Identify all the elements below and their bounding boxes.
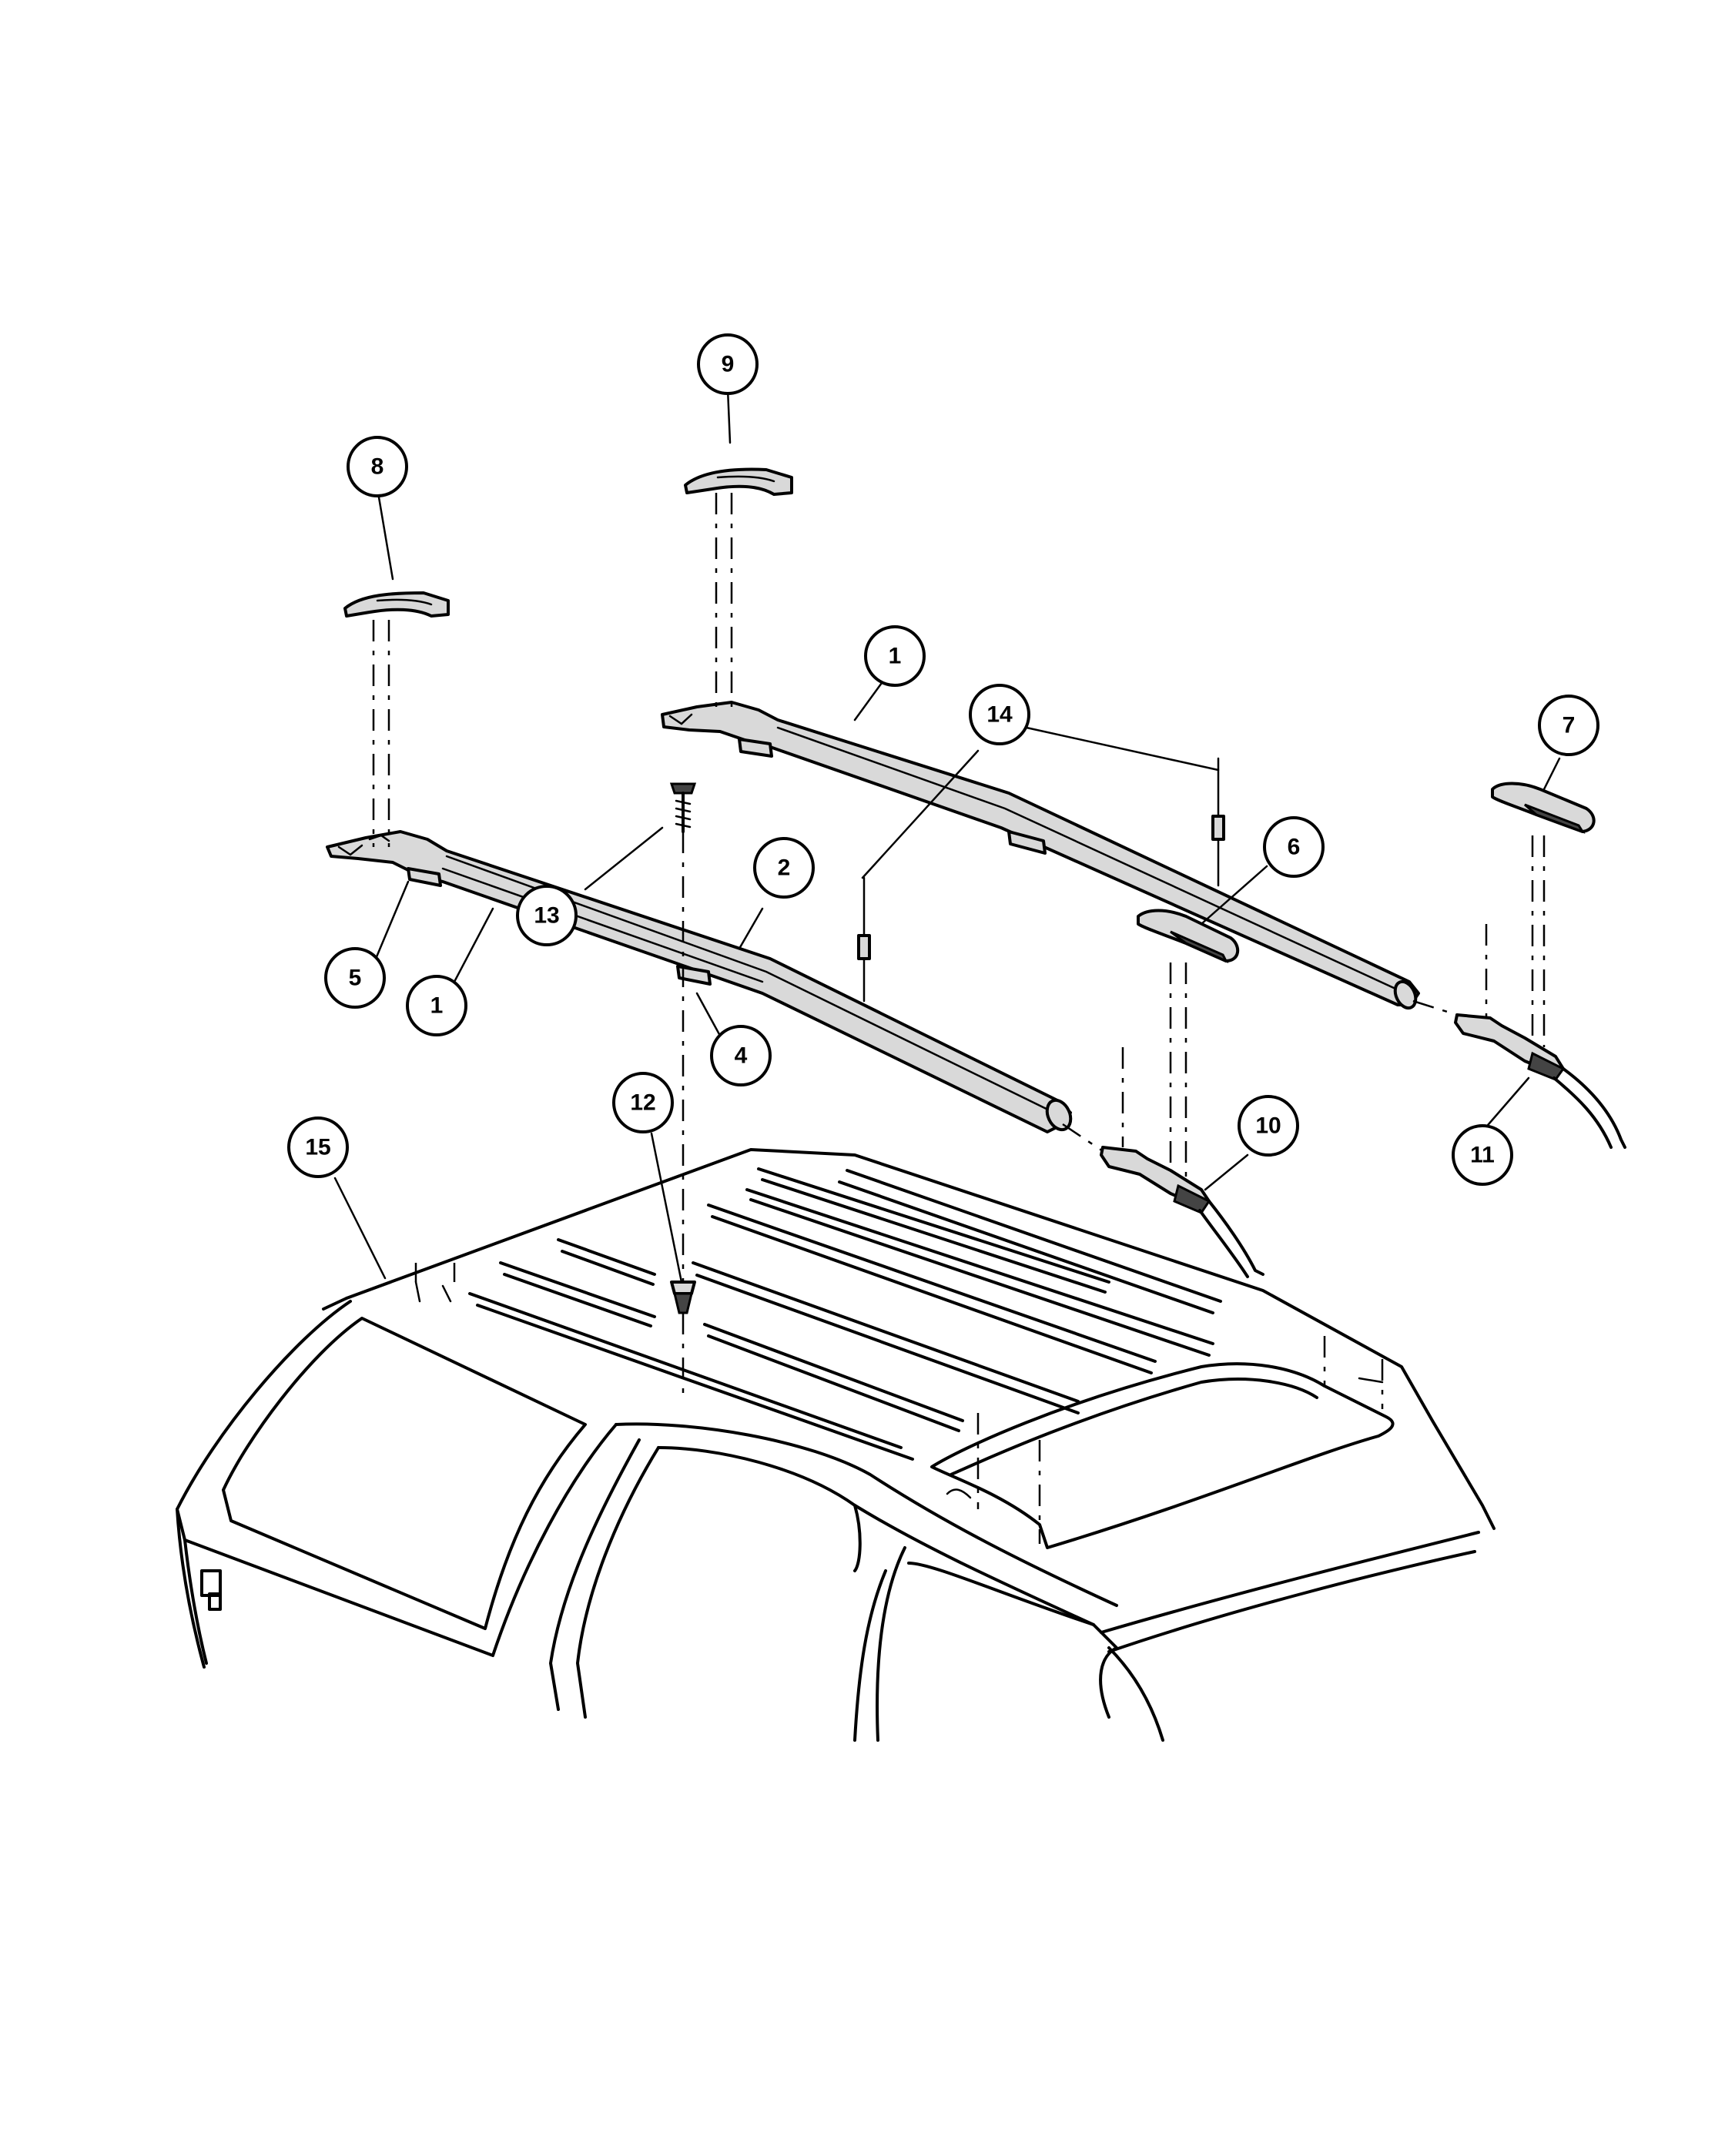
svg-text:11: 11 [1470, 1143, 1495, 1168]
vehicle-body [176, 1148, 1496, 1742]
clip-12 [670, 1281, 696, 1314]
rear-bracket-10 [1100, 1146, 1264, 1278]
svg-text:9: 9 [722, 352, 735, 377]
svg-text:15: 15 [305, 1135, 330, 1160]
svg-text:4: 4 [735, 1043, 748, 1069]
end-cap-7 [1491, 782, 1596, 834]
svg-text:1: 1 [430, 993, 444, 1019]
svg-text:1: 1 [889, 644, 902, 669]
callout-7: 7 [1538, 695, 1599, 756]
end-cap-8 [343, 591, 450, 618]
callout-1-lower: 1 [406, 975, 467, 1036]
svg-text:14: 14 [986, 702, 1013, 728]
svg-text:10: 10 [1255, 1113, 1281, 1139]
callout-8: 8 [347, 436, 408, 497]
callout-2: 2 [753, 837, 815, 899]
callout-11: 11 [1452, 1124, 1513, 1186]
callout-9: 9 [697, 333, 759, 395]
antenna-14-right [1211, 757, 1225, 887]
callout-10: 10 [1238, 1095, 1299, 1157]
svg-text:13: 13 [534, 903, 559, 929]
assembly-lines [372, 493, 1546, 1544]
callout-1-upper: 1 [864, 625, 926, 687]
end-cap-9 [684, 467, 793, 496]
upper-roof-rail [661, 701, 1420, 1010]
svg-text:2: 2 [778, 855, 791, 881]
callout-13: 13 [516, 885, 578, 946]
svg-text:8: 8 [371, 454, 384, 480]
callout-14: 14 [969, 684, 1030, 745]
callout-12: 12 [612, 1072, 674, 1133]
callout-5: 5 [324, 947, 386, 1009]
svg-text:5: 5 [349, 966, 362, 991]
rear-bracket-11 [1454, 1013, 1626, 1149]
leader-lines [333, 387, 1561, 1284]
callout-4: 4 [710, 1025, 772, 1086]
svg-text:6: 6 [1288, 835, 1301, 860]
callouts: 9 8 1 14 7 2 6 13 [287, 333, 1599, 1186]
callout-6: 6 [1263, 816, 1325, 878]
svg-text:12: 12 [630, 1090, 655, 1116]
svg-text:7: 7 [1563, 713, 1576, 738]
screw-13 [669, 782, 697, 833]
antenna-14-left [857, 876, 871, 1003]
callout-15: 15 [287, 1116, 349, 1178]
end-cap-6 [1137, 909, 1239, 964]
